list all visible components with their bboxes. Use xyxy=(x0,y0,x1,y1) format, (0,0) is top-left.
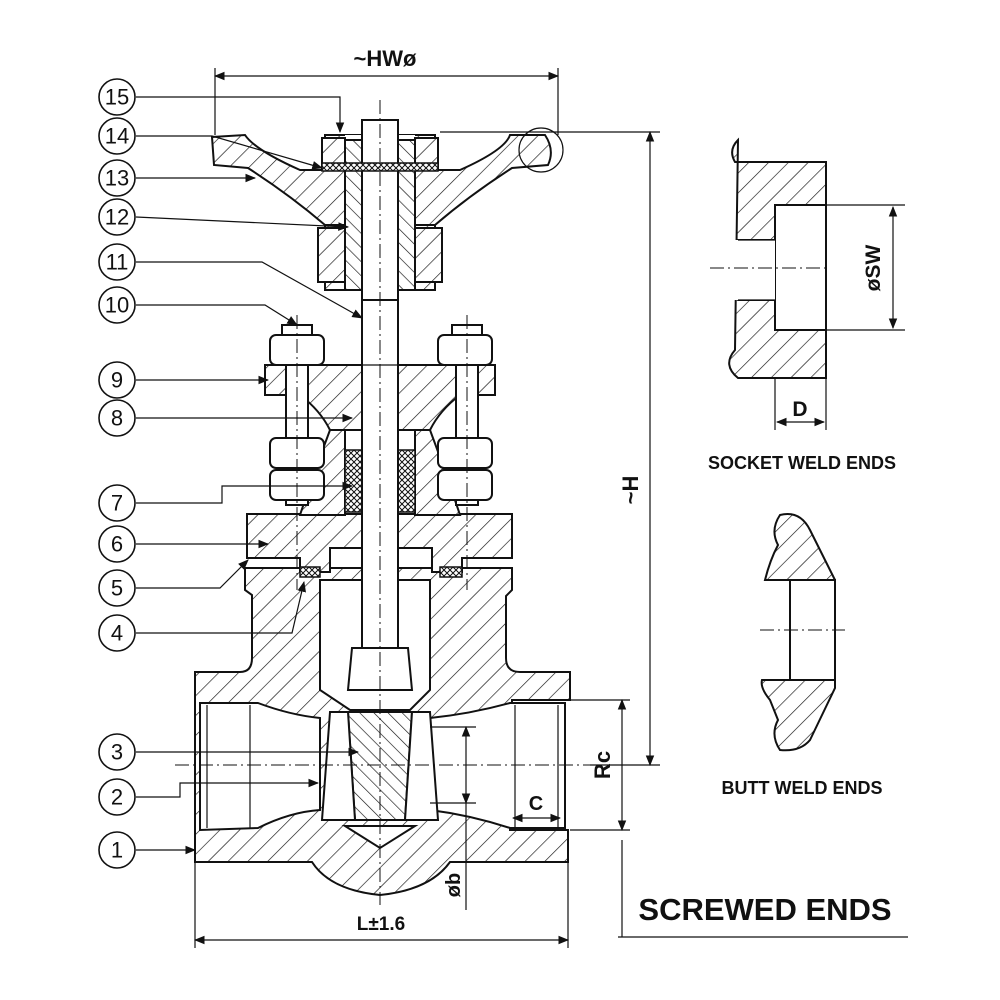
callout-13: 13 xyxy=(98,159,136,197)
svg-text:15: 15 xyxy=(105,85,129,110)
callout-4: 4 xyxy=(98,614,136,652)
caption-screwed: SCREWED ENDS xyxy=(638,892,891,927)
svg-text:2: 2 xyxy=(111,785,123,810)
svg-text:14: 14 xyxy=(105,124,129,149)
svg-text:8: 8 xyxy=(111,406,123,431)
socket-weld-detail: øSW D SOCKET WELD ENDS xyxy=(708,137,905,473)
svg-text:3: 3 xyxy=(111,740,123,765)
svg-text:6: 6 xyxy=(111,532,123,557)
svg-text:12: 12 xyxy=(105,205,129,230)
callout-leaders xyxy=(135,96,363,855)
caption-butt-weld: BUTT WELD ENDS xyxy=(722,778,883,798)
svg-text:5: 5 xyxy=(111,576,123,601)
callout-6: 6 xyxy=(98,525,136,563)
callout-10: 10 xyxy=(98,286,136,324)
dimension-lines xyxy=(193,68,908,948)
svg-text:1: 1 xyxy=(111,838,123,863)
callout-11: 11 xyxy=(98,243,136,281)
callout-7: 7 xyxy=(98,484,136,522)
callout-12: 12 xyxy=(98,198,136,236)
svg-text:11: 11 xyxy=(106,250,129,275)
svg-text:4: 4 xyxy=(111,621,123,646)
stem-head xyxy=(346,647,414,691)
dim-socket-dia: øSW xyxy=(862,244,885,291)
dim-socket-depth: D xyxy=(792,398,807,421)
packing xyxy=(344,449,363,513)
callout-14: 14 xyxy=(98,117,136,155)
svg-text:7: 7 xyxy=(111,491,123,516)
gland-bolt-right xyxy=(437,324,493,506)
gasket xyxy=(299,566,321,578)
svg-text:13: 13 xyxy=(105,166,129,191)
dim-rc: Rc xyxy=(590,751,615,779)
butt-weld-detail: BUTT WELD ENDS xyxy=(722,513,883,798)
callout-15: 15 xyxy=(98,78,136,116)
dim-bore: øb xyxy=(443,873,465,897)
svg-text:9: 9 xyxy=(111,368,123,393)
caption-socket-weld: SOCKET WELD ENDS xyxy=(708,453,896,473)
valve-section xyxy=(175,100,600,905)
callout-9: 9 xyxy=(98,361,136,399)
dim-c: C xyxy=(529,793,543,815)
handwheel xyxy=(210,133,346,226)
callout-5: 5 xyxy=(98,569,136,607)
dim-height: ~H xyxy=(618,476,643,505)
callout-3: 3 xyxy=(98,733,136,771)
dimension-labels: ~HWø ~H Rc L±1.6 øb C xyxy=(354,46,643,935)
callout-1: 1 xyxy=(98,831,136,869)
body-bore-left xyxy=(199,702,321,832)
callout-8: 8 xyxy=(98,399,136,437)
svg-text:10: 10 xyxy=(105,293,129,318)
callout-2: 2 xyxy=(98,778,136,816)
dim-handwheel: ~HWø xyxy=(354,46,418,71)
dim-length: L±1.6 xyxy=(357,914,405,935)
